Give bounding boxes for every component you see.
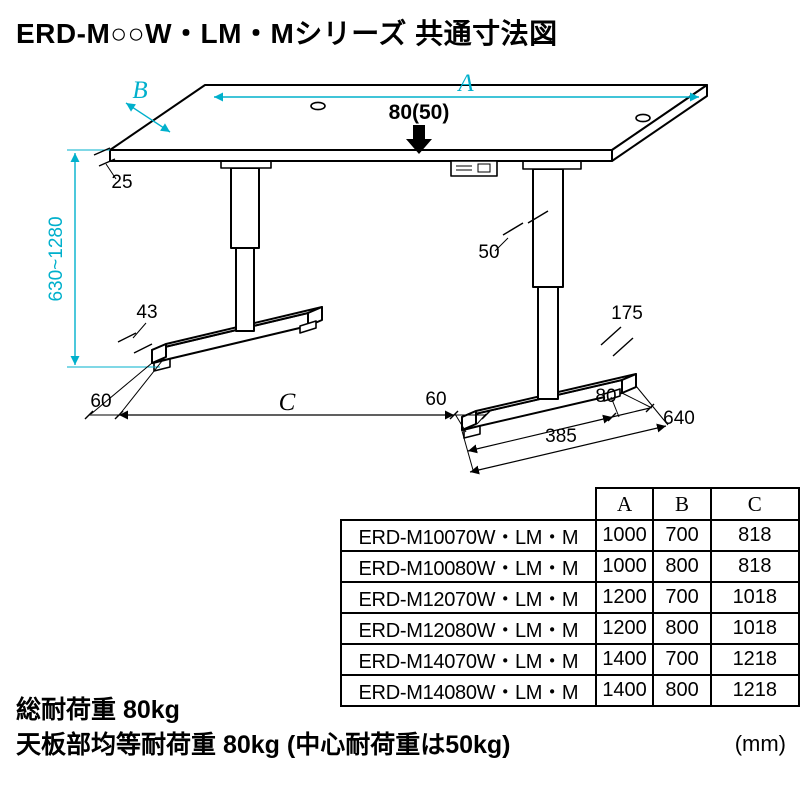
desk-dimension-diagram: A B 630~1280 25 80(50) 50 43 175 60 C 60…: [46, 70, 708, 475]
right-foot-back-pad: [603, 388, 621, 402]
right-foot-back-cap: [621, 373, 637, 394]
black-dimensions: [84, 147, 669, 475]
table-row: ERD-M14070W・LM・M 1400 700 1218: [340, 643, 800, 676]
value-a: 1400: [594, 674, 655, 707]
dim-depth-label: B: [132, 77, 147, 104]
table-row: ERD-M12070W・LM・M 1200 700 1018: [340, 581, 800, 614]
value-c: 818: [709, 550, 800, 583]
dim-line-depth-B: [125, 102, 171, 133]
left-bracket: [220, 160, 272, 169]
size-table: A B C ERD-M10070W・LM・M 1000 700 818 ERD-…: [340, 487, 800, 707]
dim-top-thickness-label: 25: [111, 172, 132, 193]
table-corner-cell: [341, 488, 596, 520]
diagram-title: ERD-M○○W・LM・Mシリーズ 共通寸法図: [16, 18, 558, 49]
dim-leg-span-label: C: [279, 389, 296, 416]
table-row: ERD-M14080W・LM・M 1400 800 1218: [340, 674, 800, 707]
right-bracket: [522, 160, 582, 170]
surface-load-note: 天板部均等耐荷重 80kg (中心耐荷重は50kg): [16, 731, 511, 759]
grommet-hole-left: [310, 101, 326, 111]
value-a: 1000: [594, 550, 655, 583]
value-c: 1218: [709, 674, 800, 707]
desktop: [109, 84, 708, 177]
col-header-c: C: [709, 487, 800, 521]
dim-foot-front-left-label: 60: [90, 391, 111, 412]
table-header-row: A B C: [341, 487, 800, 521]
value-b: 800: [652, 612, 712, 645]
table-row: ERD-M10080W・LM・M 1000 800 818: [340, 550, 800, 583]
dim-foot-front-right-label: 60: [425, 389, 446, 410]
model-cell: ERD-M12080W・LM・M: [340, 612, 597, 645]
value-c: 1218: [709, 643, 800, 676]
control-panel: [450, 160, 498, 177]
value-b: 700: [652, 581, 712, 614]
dim-width-label: A: [456, 70, 474, 97]
cyan-dimensions: [67, 92, 699, 368]
load-arrow: [406, 125, 432, 154]
left-foot-front-pad: [153, 358, 171, 372]
model-cell: ERD-M12070W・LM・M: [340, 581, 597, 614]
value-b: 700: [652, 519, 712, 552]
table-row: ERD-M12080W・LM・M 1200 800 1018: [340, 612, 800, 645]
value-a: 1000: [594, 519, 655, 552]
dim-rear-offset-label: 80: [595, 386, 616, 407]
total-load-note: 総耐荷重 80kg: [16, 696, 180, 724]
grommet-hole-right: [635, 113, 651, 123]
left-foot-side: [151, 312, 309, 364]
value-a: 1400: [594, 643, 655, 676]
desktop-front-face: [109, 149, 613, 162]
dim-foot-rear-label: 175: [611, 303, 643, 324]
value-a: 1200: [594, 581, 655, 614]
left-leg: [151, 160, 323, 372]
dim-column-size-label: 50: [478, 242, 499, 263]
left-column-lower: [235, 247, 255, 332]
value-b: 800: [652, 674, 712, 707]
value-a: 1200: [594, 612, 655, 645]
model-cell: ERD-M10070W・LM・M: [340, 519, 597, 552]
value-c: 1018: [709, 612, 800, 645]
desktop-right-face: [611, 84, 708, 162]
dim-foot-depth-label: 640: [663, 408, 695, 429]
col-header-a: A: [594, 487, 655, 521]
table-row: ERD-M10070W・LM・M 1000 700 818: [340, 519, 800, 552]
dim-foot-width-label: 43: [136, 302, 157, 323]
model-cell: ERD-M14080W・LM・M: [340, 674, 597, 707]
model-cell: ERD-M10080W・LM・M: [340, 550, 597, 583]
right-column-lower: [537, 286, 559, 400]
dim-height-range-label: 630~1280: [46, 216, 67, 301]
model-cell: ERD-M14070W・LM・M: [340, 643, 597, 676]
dim-load-point-label: 80(50): [389, 101, 450, 124]
left-column-upper: [230, 167, 260, 249]
dim-foot-pitch-label: 385: [545, 426, 577, 447]
left-foot-front-cap: [151, 343, 167, 364]
right-column-upper: [532, 168, 564, 288]
value-c: 818: [709, 519, 800, 552]
col-header-b: B: [652, 487, 712, 521]
dim-line-640: [469, 423, 667, 475]
dimension-labels: A B 630~1280 25 80(50) 50 43 175 60 C 60…: [46, 70, 695, 447]
left-foot-back-pad: [299, 320, 317, 334]
unit-note: (mm): [734, 731, 786, 756]
load-down-arrow-icon: [406, 125, 432, 154]
value-c: 1018: [709, 581, 800, 614]
value-b: 700: [652, 643, 712, 676]
value-b: 800: [652, 550, 712, 583]
left-foot-back-cap: [307, 306, 323, 327]
